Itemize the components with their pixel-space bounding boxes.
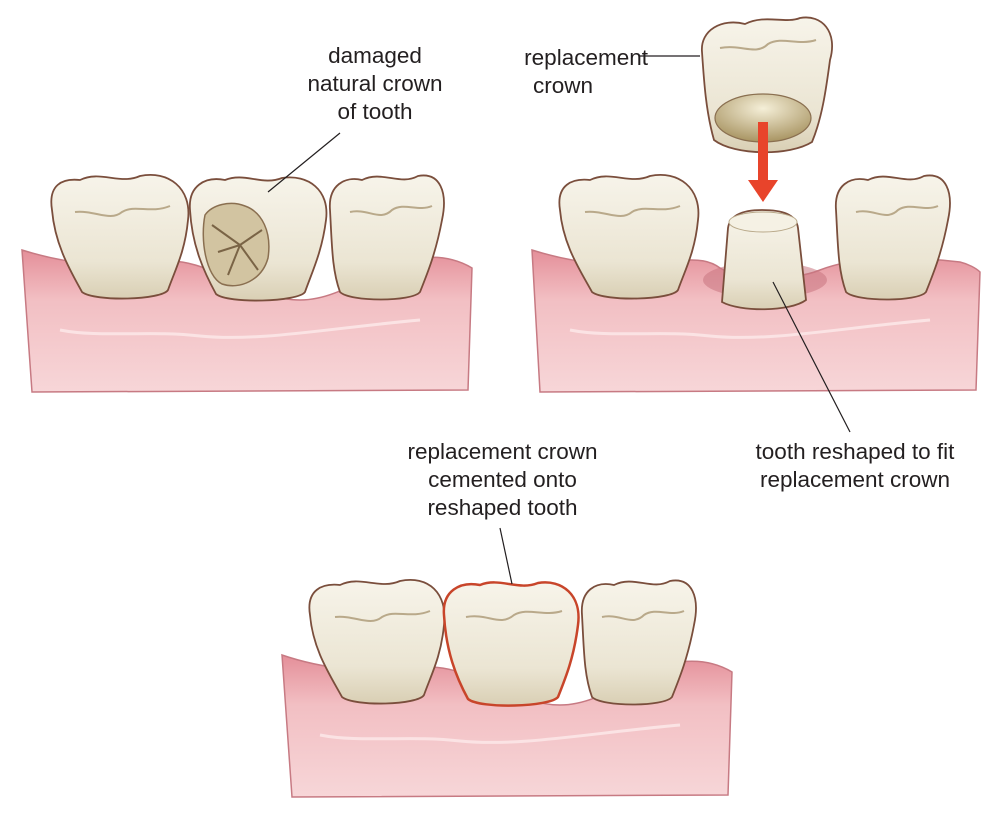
down-arrow-icon [748, 180, 778, 202]
tooth [581, 579, 697, 706]
tooth-fissure [349, 205, 433, 216]
down-arrow-shaft [758, 122, 768, 182]
panel-damaged [21, 132, 473, 393]
label-damaged-natural-crown: damaged natural crown of tooth [270, 42, 480, 126]
gum-highlight [319, 723, 681, 744]
tooth [50, 174, 190, 300]
label-line: damaged [328, 43, 422, 68]
stump-top [728, 211, 798, 233]
label-line: reshaped tooth [427, 495, 578, 520]
label-tooth-reshaped: tooth reshaped to fit replacement crown [710, 438, 1000, 494]
crack-lines [211, 224, 263, 276]
tooth [835, 174, 951, 301]
panel-reshaped [531, 16, 981, 433]
cemented-crown-tooth [442, 581, 580, 707]
label-crown-cemented: replacement crown cemented onto reshaped… [360, 438, 645, 522]
tooth-fissure [334, 610, 431, 622]
decay-area [202, 202, 270, 287]
label-line: tooth reshaped to fit [755, 439, 955, 464]
label-line: cemented onto [428, 467, 577, 492]
leader-line-reshaped [772, 281, 851, 433]
label-line: replacement [524, 45, 648, 70]
gum-highlight [59, 318, 421, 339]
label-line: of tooth [337, 99, 413, 124]
tooth [329, 174, 445, 301]
label-line: replacement crown [759, 467, 951, 492]
label-replacement-crown: replacement crown [478, 44, 648, 100]
tooth-fissure [855, 205, 939, 216]
label-line: crown [532, 73, 594, 98]
panel-cemented [281, 527, 733, 798]
label-line: replacement crown [407, 439, 598, 464]
leader-line-cemented [499, 527, 513, 585]
leader-line-damaged [267, 132, 341, 193]
tooth-fissure [584, 205, 681, 217]
gum-highlight [569, 318, 931, 339]
label-line: natural crown [307, 71, 443, 96]
tooth-fissure [74, 205, 171, 217]
tooth [558, 174, 700, 300]
tooth-fissure [465, 610, 563, 621]
crown-fissure [719, 39, 817, 51]
tooth-fissure [601, 610, 685, 621]
